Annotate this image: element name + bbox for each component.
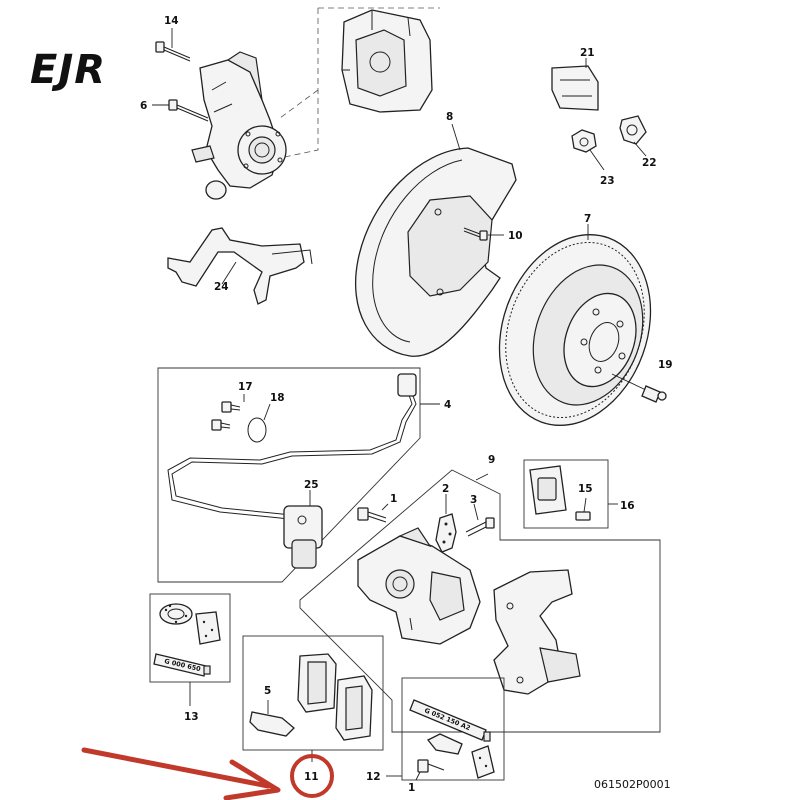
brand-logo: EJR: [30, 47, 106, 93]
top-brake-caliper: [341, 9, 433, 113]
label-25: 25: [304, 479, 319, 491]
part-21-clip: [551, 58, 599, 111]
label-12: 12: [366, 771, 381, 783]
label-4: 4: [444, 399, 451, 411]
highlight-circle: [290, 754, 334, 798]
part-3-bleed-screw: [465, 503, 495, 537]
label-3: 3: [470, 494, 477, 506]
label-16: 16: [620, 500, 635, 512]
drawing-code: 061502P0001: [594, 778, 671, 791]
label-18: 18: [270, 392, 285, 404]
part-17-bolts: [211, 394, 245, 431]
part-19-screw: [611, 373, 667, 403]
label-1-lower: 1: [408, 782, 415, 794]
box-12-guide-pin-kit: G 052 150 A2: [386, 677, 505, 781]
label-9: 9: [488, 454, 495, 466]
part-22-bush: [619, 115, 647, 157]
label-2: 2: [442, 483, 449, 495]
box-11-brake-pad-set: [242, 635, 384, 762]
part-18-o-ring: [247, 403, 271, 443]
brake-caliper-housing: [357, 527, 481, 645]
part-14-bolt: [155, 28, 191, 62]
part-8-dust-shield: [354, 123, 517, 357]
part-6-bolt: [152, 99, 209, 122]
label-10: 10: [508, 230, 523, 242]
part-1-bolt-upper: [357, 503, 389, 523]
label-7: 7: [584, 213, 591, 225]
label-22: 22: [642, 157, 657, 169]
steering-knuckle: [191, 51, 287, 200]
label-13: 13: [184, 711, 199, 723]
label-1-upper: 1: [390, 493, 397, 505]
part-labels: 14 6 24 8 10 7 19 21 22 23 4 17 18 25 9 …: [140, 15, 673, 794]
box-9-caliper-assembly: [299, 469, 661, 733]
box-4-wear-sensor: [157, 367, 440, 583]
label-23: 23: [600, 175, 615, 187]
label-8: 8: [446, 111, 453, 123]
label-17: 17: [238, 381, 253, 393]
label-11: 11: [304, 771, 319, 783]
highlight-part-11: 11: [81, 747, 334, 800]
part-2-bleed-valve: [435, 494, 457, 553]
box-16-guide-kit: [523, 459, 618, 529]
label-5: 5: [264, 685, 271, 697]
box-13-repair-kit: G 000 650: [149, 593, 231, 706]
part-23-nut: [571, 129, 605, 171]
part-10-bolt: [463, 227, 504, 241]
part-7-brake-disc: [498, 224, 652, 426]
label-15: 15: [578, 483, 593, 495]
label-19: 19: [658, 359, 673, 371]
part-24-bracket: [167, 227, 313, 305]
label-21: 21: [580, 47, 595, 59]
tube-label-12: G 052 150 A2: [423, 706, 471, 732]
label-14: 14: [164, 15, 179, 27]
brake-caliper-carrier: [493, 569, 581, 695]
label-24: 24: [214, 281, 229, 293]
label-6: 6: [140, 100, 147, 112]
